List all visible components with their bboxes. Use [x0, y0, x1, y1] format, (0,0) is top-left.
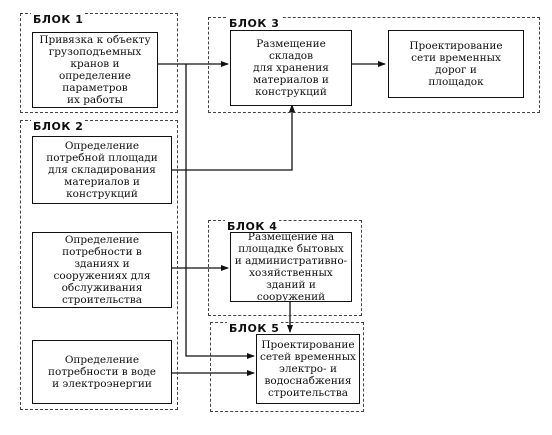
utility-needs-box: Определение потребности в воде и электро… — [32, 340, 172, 404]
road-network-box: Проектирование сети временных дорог и пл… — [388, 30, 524, 98]
block2-group: БЛОК 2 — [20, 120, 178, 410]
warehouse-placement-text: Размещение складов для хранения материал… — [253, 38, 329, 98]
utility-networks-text: Проектирование сетей временных электро- … — [260, 339, 356, 399]
utility-networks-box: Проектирование сетей временных электро- … — [256, 334, 360, 404]
arrow-crane-to-networks — [185, 64, 255, 359]
block4-label: БЛОК 4 — [225, 220, 280, 233]
block1-group: БЛОК 1 — [20, 13, 178, 113]
block3-group: БЛОК 3 — [208, 17, 540, 113]
storage-area-box: Определение потребной площади для склади… — [32, 136, 172, 204]
block5-label: БЛОК 5 — [227, 322, 282, 335]
road-network-text: Проектирование сети временных дорог и пл… — [409, 40, 503, 88]
warehouse-placement-box: Размещение складов для хранения материал… — [230, 30, 352, 106]
building-needs-text: Определение потребности в зданиях и соор… — [53, 234, 151, 306]
crane-binding-text: Привязка к объекту грузоподъемных кранов… — [39, 34, 151, 106]
site-facilities-box: Размещение на площадке бытовых и админис… — [230, 231, 352, 303]
utility-needs-text: Определение потребности в воде и электро… — [48, 354, 156, 390]
block1-label: БЛОК 1 — [31, 13, 86, 26]
block3-label: БЛОК 3 — [227, 17, 282, 30]
crane-binding-box: Привязка к объекту грузоподъемных кранов… — [32, 32, 158, 108]
storage-area-text: Определение потребной площади для склади… — [46, 140, 158, 200]
block4-group: БЛОК 4 — [208, 220, 362, 316]
site-facilities-text: Размещение на площадке бытовых и админис… — [234, 231, 348, 303]
block5-group: БЛОК 5 — [210, 322, 364, 412]
block2-label: БЛОК 2 — [31, 120, 86, 133]
arrow-storage-to-warehouse — [172, 104, 295, 171]
building-needs-box: Определение потребности в зданиях и соор… — [32, 232, 172, 308]
